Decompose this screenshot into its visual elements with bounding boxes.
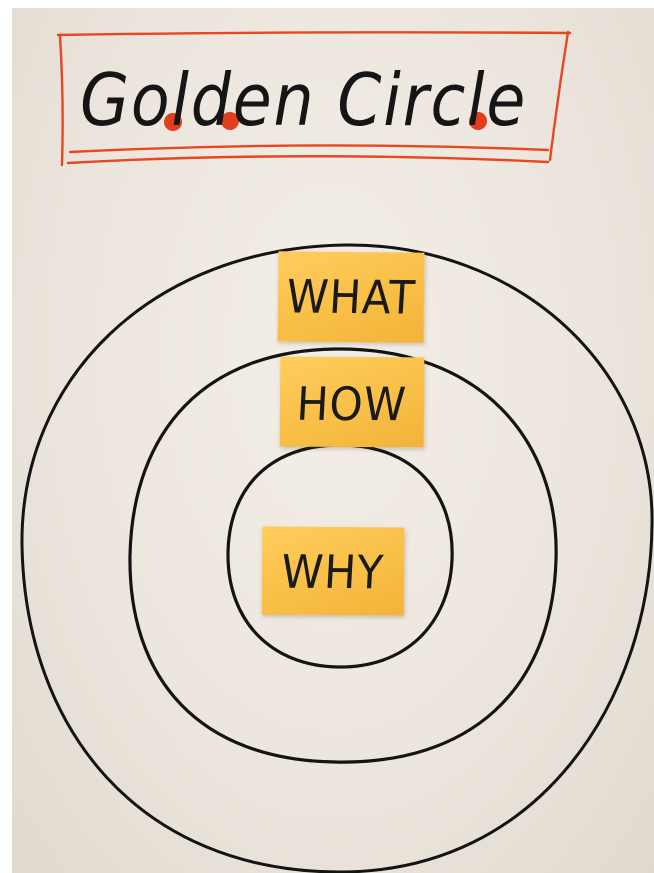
inner-ring-why bbox=[226, 443, 454, 669]
golden-circle-rings bbox=[20, 243, 654, 873]
sticky-note-what: WHAT bbox=[277, 251, 425, 343]
middle-ring-how bbox=[128, 347, 558, 764]
sticky-note-how: HOW bbox=[279, 356, 425, 448]
outer-ring-what bbox=[20, 243, 654, 873]
sticky-note-why: WHY bbox=[261, 526, 405, 616]
sticky-note-why-label: WHY bbox=[280, 544, 386, 600]
title-frame bbox=[56, 30, 572, 167]
page-title: Golden Circle bbox=[80, 58, 528, 142]
sticky-note-how-label: HOW bbox=[295, 376, 409, 432]
sticky-note-what-label: WHAT bbox=[284, 269, 418, 325]
title-accent-dots bbox=[164, 112, 487, 131]
